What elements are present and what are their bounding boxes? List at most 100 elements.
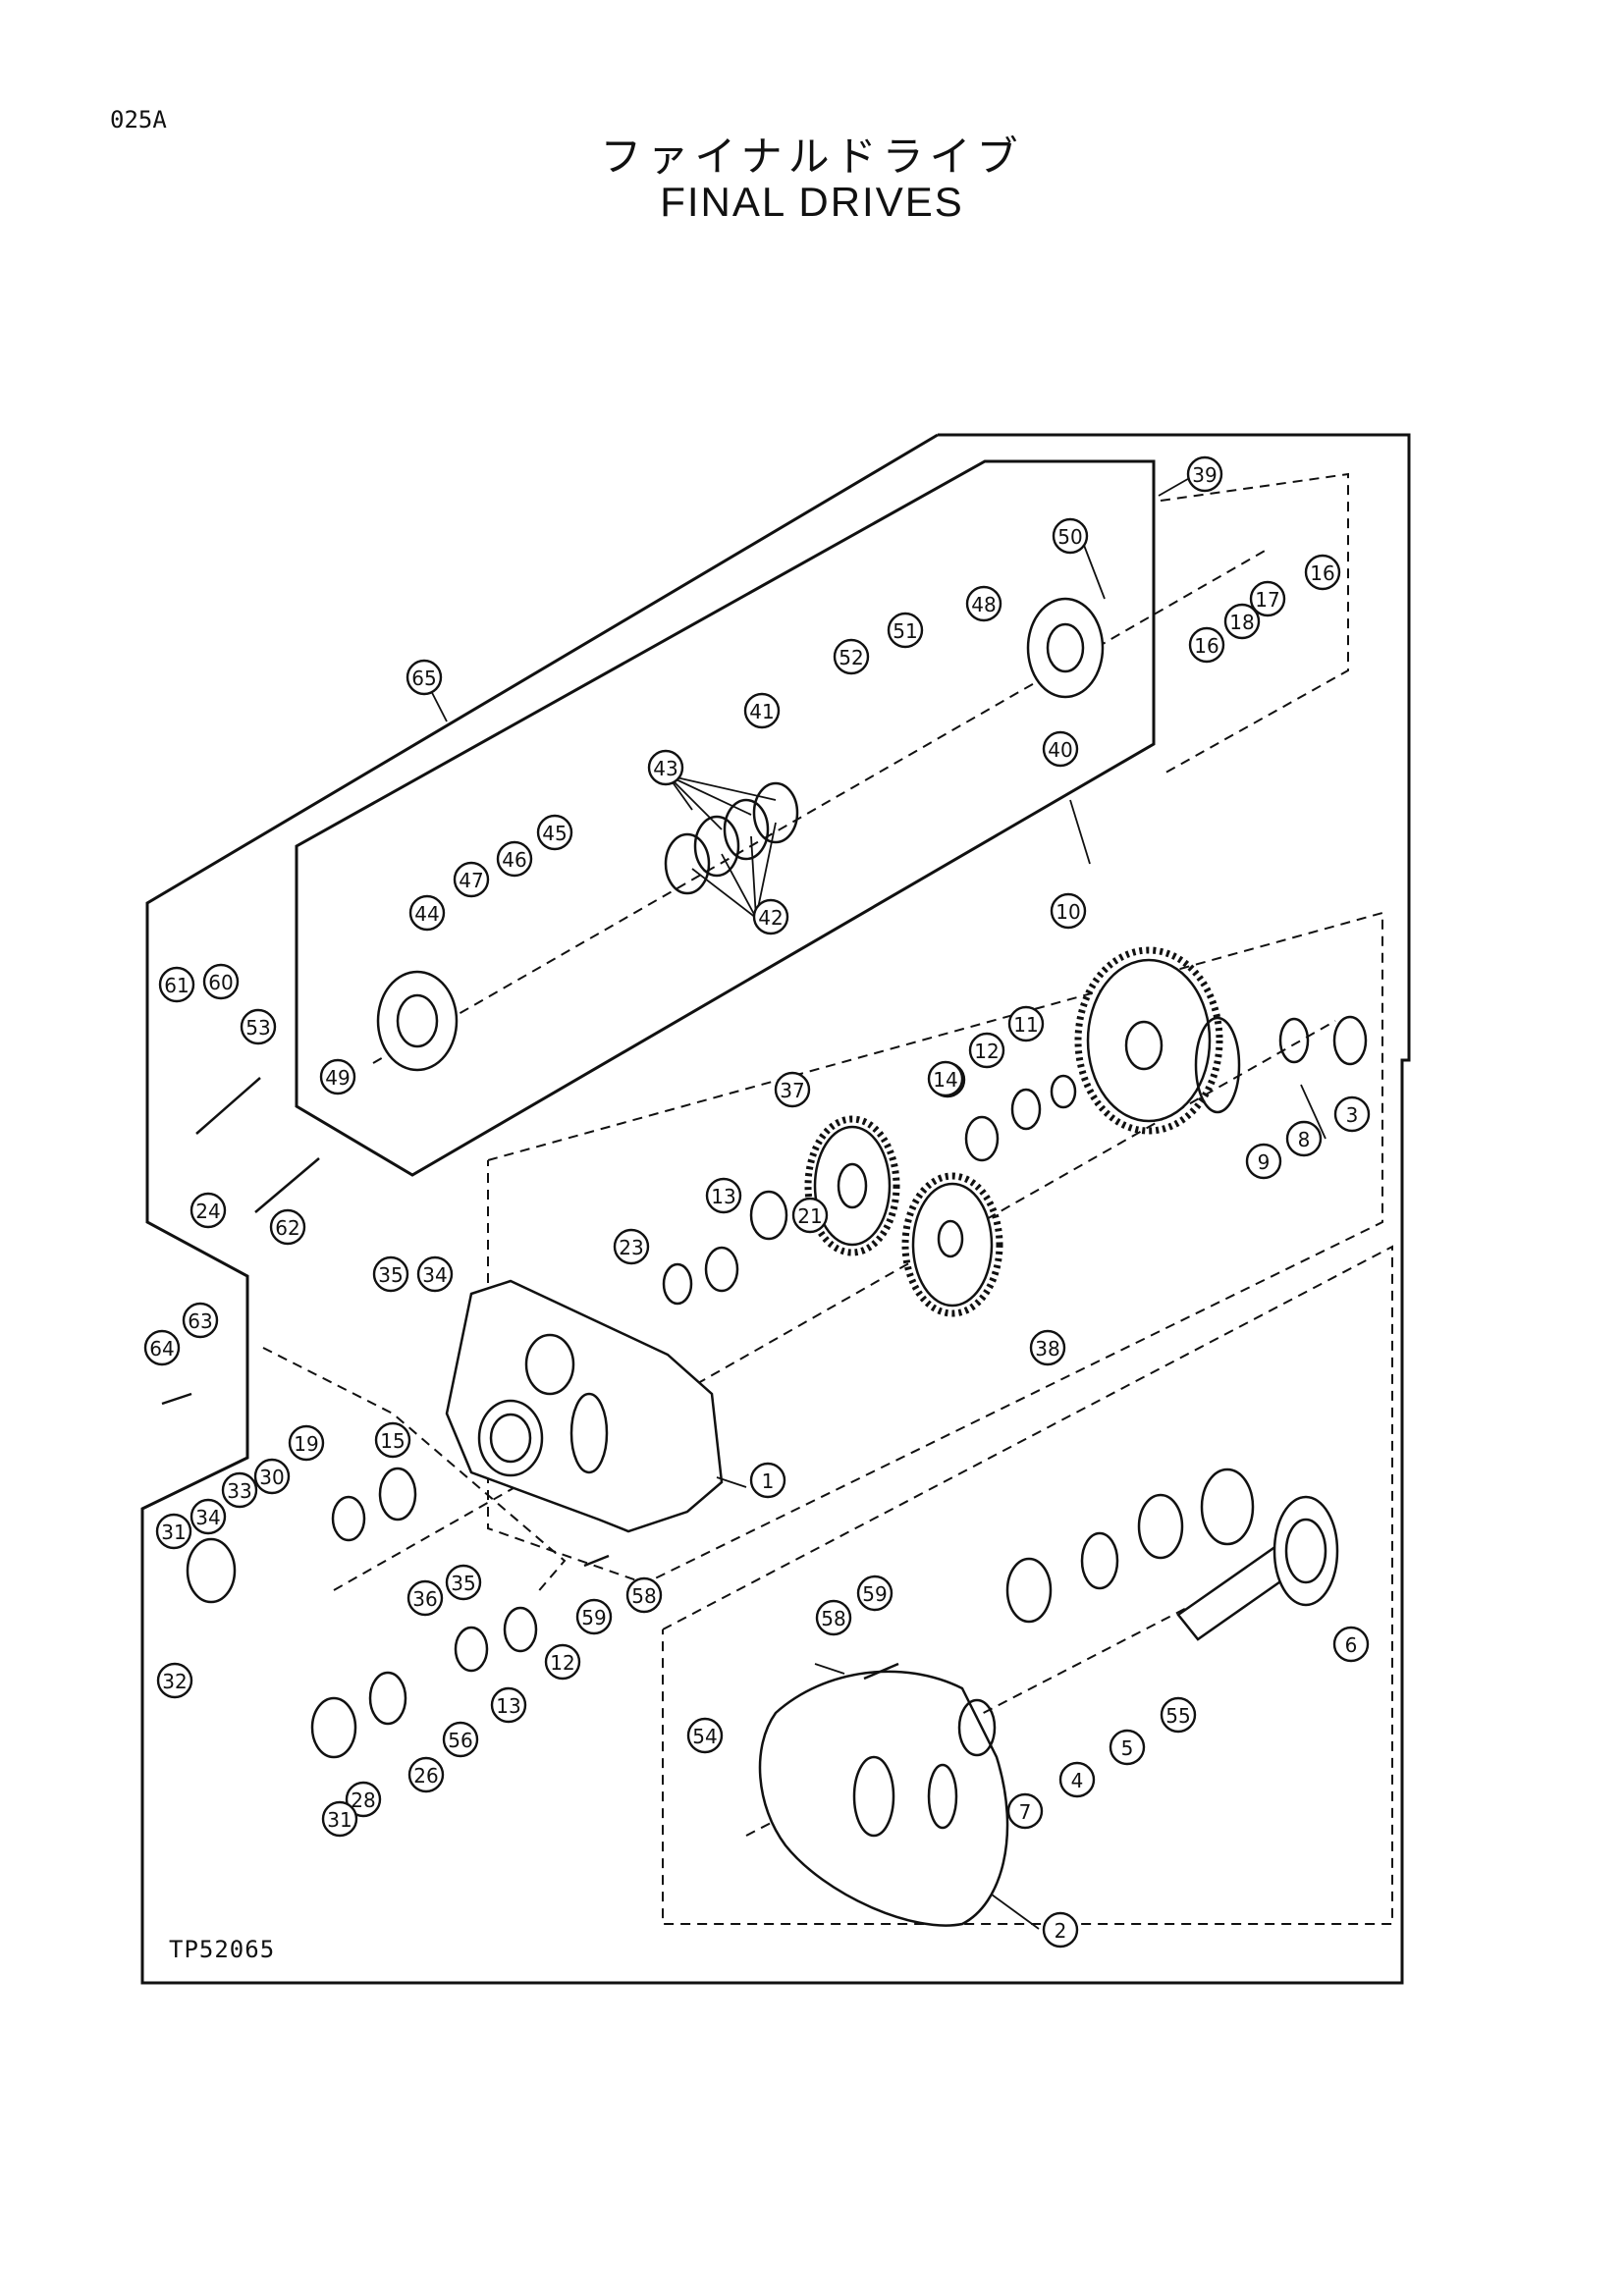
callout-41: 41 [743, 692, 781, 729]
callout-label: 42 [758, 906, 783, 930]
callout-label: 8 [1298, 1128, 1311, 1151]
callout-38: 38 [1029, 1329, 1066, 1366]
callout-46: 46 [496, 840, 533, 878]
callout-55: 55 [1160, 1696, 1197, 1734]
callout-9: 9 [1245, 1143, 1282, 1180]
title-japanese: ファイナルドライブ [600, 133, 1024, 181]
callout-label: 39 [1192, 463, 1217, 487]
callout-60: 60 [202, 963, 240, 1000]
callout-1: 1 [749, 1462, 786, 1499]
callout-label: 17 [1255, 588, 1279, 612]
callout-label: 56 [448, 1729, 472, 1752]
carrier-part-38 [1026, 597, 1105, 699]
callout-label: 21 [797, 1204, 822, 1228]
callout-58: 58 [625, 1576, 663, 1614]
callout-label: 59 [581, 1606, 606, 1629]
callout-label: 34 [422, 1263, 447, 1287]
callout-13: 13 [705, 1177, 742, 1214]
callout-label: 13 [496, 1694, 520, 1718]
group-box-side [262, 1347, 567, 1596]
callout-31: 31 [321, 1800, 358, 1838]
callout-label: 62 [275, 1216, 299, 1240]
callout-47: 47 [453, 861, 490, 898]
callout-32: 32 [156, 1662, 193, 1699]
callout-label: 11 [1013, 1013, 1038, 1037]
callout-label: 14 [933, 1068, 957, 1092]
callout-33: 33 [221, 1471, 258, 1509]
callout-label: 61 [164, 974, 189, 997]
callout-48: 48 [965, 585, 1002, 622]
callout-label: 15 [380, 1429, 405, 1453]
callout-label: 59 [862, 1582, 887, 1606]
callout-label: 31 [327, 1808, 352, 1832]
callout-label: 24 [195, 1200, 220, 1223]
gear-part-36 [804, 1115, 900, 1256]
callout-19: 19 [288, 1424, 325, 1462]
cover-part-2 [758, 1670, 1009, 1927]
motor-part-43 [376, 970, 459, 1072]
callout-label: 10 [1056, 900, 1080, 924]
callout-label: 30 [259, 1466, 284, 1489]
group-box-upper [1160, 472, 1349, 776]
callout-21: 21 [791, 1197, 829, 1234]
callout-label: 64 [149, 1337, 174, 1361]
callout-label: 33 [227, 1479, 251, 1503]
callout-34: 34 [416, 1255, 454, 1293]
callout-label: 1 [762, 1469, 775, 1493]
gear-part-10 [1074, 946, 1241, 1135]
callout-51: 51 [887, 612, 924, 649]
callout-label: 60 [208, 971, 233, 994]
callout-label: 4 [1071, 1769, 1084, 1792]
callout-label: 6 [1345, 1633, 1358, 1657]
callout-label: 45 [542, 822, 567, 845]
callout-45: 45 [536, 814, 573, 851]
callout-12: 12 [968, 1032, 1005, 1069]
callout-label: 55 [1165, 1704, 1190, 1728]
callout-label: 38 [1035, 1337, 1059, 1361]
callout-14: 14 [927, 1060, 964, 1097]
callout-16: 16 [1304, 554, 1341, 591]
assembly-frame [140, 433, 1411, 1985]
callout-label: 23 [619, 1236, 643, 1259]
callout-61: 61 [158, 966, 195, 1003]
callout-label: 9 [1258, 1150, 1271, 1174]
callout-label: 19 [294, 1432, 318, 1456]
callout-17: 17 [1249, 580, 1286, 617]
callout-62: 62 [269, 1208, 306, 1246]
callout-4: 4 [1058, 1761, 1096, 1798]
callout-56: 56 [442, 1721, 479, 1758]
callout-label: 50 [1057, 525, 1082, 549]
callout-label: 16 [1310, 561, 1334, 585]
callout-label: 65 [411, 667, 436, 690]
bolt-part-59a [863, 1662, 899, 1681]
callout-label: 34 [195, 1506, 220, 1529]
callout-49: 49 [319, 1058, 356, 1095]
callout-label: 32 [162, 1670, 187, 1693]
callout-label: 28 [351, 1789, 375, 1812]
callout-label: 53 [245, 1016, 270, 1040]
bolt-part-59b [583, 1554, 610, 1568]
callout-64: 64 [143, 1329, 181, 1366]
callout-3: 3 [1333, 1095, 1371, 1133]
callout-16: 16 [1188, 626, 1225, 664]
callout-44: 44 [408, 894, 446, 932]
group-box-cover [662, 1245, 1393, 1925]
callout-label: 63 [188, 1309, 212, 1333]
callout-label: 54 [692, 1725, 717, 1748]
callout-6: 6 [1332, 1626, 1370, 1663]
callout-53: 53 [240, 1008, 277, 1045]
callout-label: 58 [631, 1584, 656, 1608]
callout-10: 10 [1050, 892, 1087, 930]
shaft-part-6 [1176, 1495, 1339, 1641]
callout-5: 5 [1109, 1729, 1146, 1766]
callout-label: 18 [1229, 611, 1254, 634]
callout-28: 28 [345, 1781, 382, 1818]
callout-label: 37 [780, 1079, 804, 1102]
callout-59: 59 [575, 1598, 613, 1635]
callout-label: 43 [653, 757, 677, 780]
callout-12: 12 [544, 1643, 581, 1681]
callout-label: 35 [451, 1572, 475, 1595]
housing-part-1 [445, 1279, 724, 1533]
callout-63: 63 [182, 1302, 219, 1339]
callout-30: 30 [253, 1458, 291, 1495]
